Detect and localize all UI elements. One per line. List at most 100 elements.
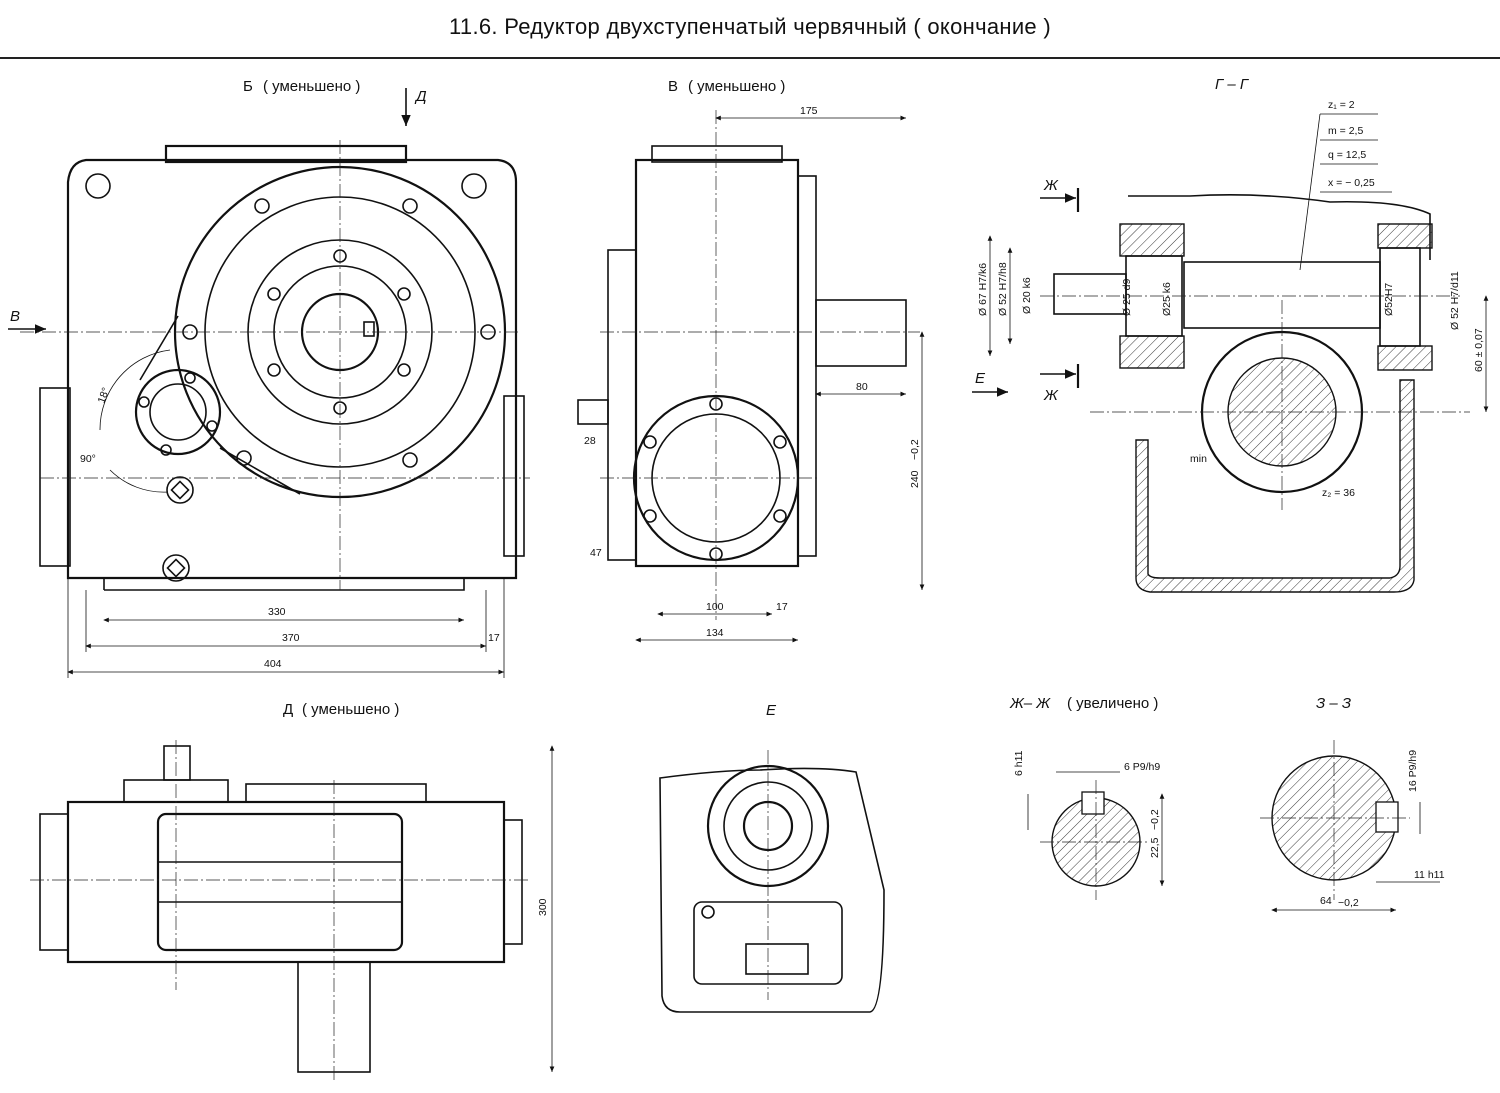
right-cover-bottom [1377,345,1433,371]
dim-404: 404 [264,658,282,670]
plug-2 [162,554,190,582]
left-cover [1119,223,1185,257]
dim-240-tol: −0,2 [909,439,921,460]
dim-11h11: 11 h11 [1414,869,1445,881]
fit-labels: Ø 67 H7/k6 Ø 52 H7/h8 Ø 20 k6 Ø 25 d9 Ø2… [977,262,1485,372]
angle-arc-2 [109,469,169,493]
input-shaft [1053,273,1127,315]
output-shaft [815,299,907,367]
right-cover [1377,223,1433,249]
worm-bore [149,383,207,441]
view-zhzh-label: Ж– Ж [1009,695,1051,712]
zhzh-key [1081,791,1105,815]
view-d-note: ( уменьшено ) [302,701,399,718]
dim-17: 17 [488,632,500,644]
view-v-note: ( уменьшено ) [688,78,785,95]
view-b-note: ( уменьшено ) [263,78,360,95]
dim-370: 370 [282,632,300,644]
arrow-v-label: В [10,308,20,325]
dim-175: 175 [800,105,818,117]
corner-hole-left [85,173,111,199]
angle-arc [99,349,171,431]
input-shaft-stub [577,399,609,425]
min-label: min [1190,453,1207,465]
svg-text:q = 12,5: q = 12,5 [1328,149,1366,161]
dim-17b: 17 [776,601,788,613]
worm-web [139,315,301,495]
view-v: В ( уменьшено ) 175 80 28 47 240 −0,2 [577,78,925,643]
dim-100: 100 [706,601,724,613]
view-v-label: В [668,78,678,95]
dim-6p9: 6 P9/h9 [1124,761,1160,773]
angle-18: 18° [96,386,113,405]
base-plate [103,578,465,591]
side-top-flange [651,145,783,163]
housing-section [1135,379,1415,593]
plug-1 [166,476,194,504]
dim-47: 47 [590,547,602,559]
dim-300: 300 [537,898,549,916]
side-left-rib [607,249,637,561]
svg-text:Ø 67 H7/k6: Ø 67 H7/k6 [977,263,989,316]
top-flange-strip [245,783,427,803]
view-e: Е [659,702,885,1013]
svg-text:Ø52H7: Ø52H7 [1383,283,1395,316]
e-window-inner [745,943,809,975]
view-zhzh: Ж– Ж ( увеличено ) 6 h11 6 P9/h9 22,5 −0… [1009,695,1165,900]
gear-params: z₁ = 2 m = 2,5 q = 12,5 x = − 0,25 [1299,99,1392,271]
view-b-label: Б [243,78,253,95]
angle-90: 90° [80,453,96,465]
view-d: Д ( уменьшено ) 300 [30,701,555,1080]
view-zz: З – З 16 P9/h9 11 h11 64 −0,2 [1260,695,1445,913]
arrow-zh-bottom: Ж [1043,387,1059,404]
housing-outline [66,158,518,580]
zz-key [1375,801,1399,833]
view-d-label: Д [283,701,293,718]
corner-hole-right [461,173,487,199]
view-e-label: Е [766,702,777,719]
dim-80: 80 [856,381,868,393]
dim-64: 64 [1320,895,1332,907]
title-rule [0,57,1500,59]
view-zz-label: З – З [1316,695,1351,712]
side-right-rib [797,175,817,557]
svg-text:60 ± 0,07: 60 ± 0,07 [1473,328,1485,372]
keyway [363,321,375,337]
svg-text:Ø 25 d9: Ø 25 d9 [1121,278,1133,316]
dim-28: 28 [584,435,596,447]
top-inspection-frame [156,812,404,952]
top-left-boss [39,813,69,951]
left-boss [39,387,71,567]
dim-64-tol: −0,2 [1338,897,1359,909]
arrow-zh-top: Ж [1043,177,1059,194]
dim-225-tol: −0,2 [1149,809,1161,830]
e-outline [659,767,885,1013]
svg-text:z₁ = 2: z₁ = 2 [1328,99,1355,111]
view-zhzh-note: ( увеличено ) [1067,695,1158,712]
svg-text:m = 2,5: m = 2,5 [1328,125,1363,137]
worm-boss [134,368,222,456]
top-right-boss [503,819,523,945]
view-b: Б ( уменьшено ) Д В [8,78,530,678]
arrow-d-label: Д [414,88,427,105]
arrow-e: Е [975,370,986,387]
svg-text:Ø 20 k6: Ø 20 k6 [1021,277,1033,314]
top-flange [164,144,408,164]
top-input-shaft [163,745,191,781]
housing-top [1128,194,1431,260]
view-gg: Г – Г z₁ = 2 m = 2,5 q = 12,5 x = − 0,25… [972,76,1489,593]
svg-text:x = − 0,25: x = − 0,25 [1328,177,1375,189]
dim-16p9: 16 P9/h9 [1407,750,1419,792]
top-housing [66,800,506,964]
dim-240: 240 [909,470,921,488]
dim-330: 330 [268,606,286,618]
right-boss [503,395,525,557]
svg-text:Ø 52 H7/h8: Ø 52 H7/h8 [997,262,1009,316]
left-cover-bottom [1119,335,1185,369]
dim-225: 22,5 [1149,837,1161,858]
dim-6h11: 6 h11 [1013,750,1025,776]
view-gg-label: Г – Г [1215,76,1250,93]
cover-bolts [182,198,496,468]
